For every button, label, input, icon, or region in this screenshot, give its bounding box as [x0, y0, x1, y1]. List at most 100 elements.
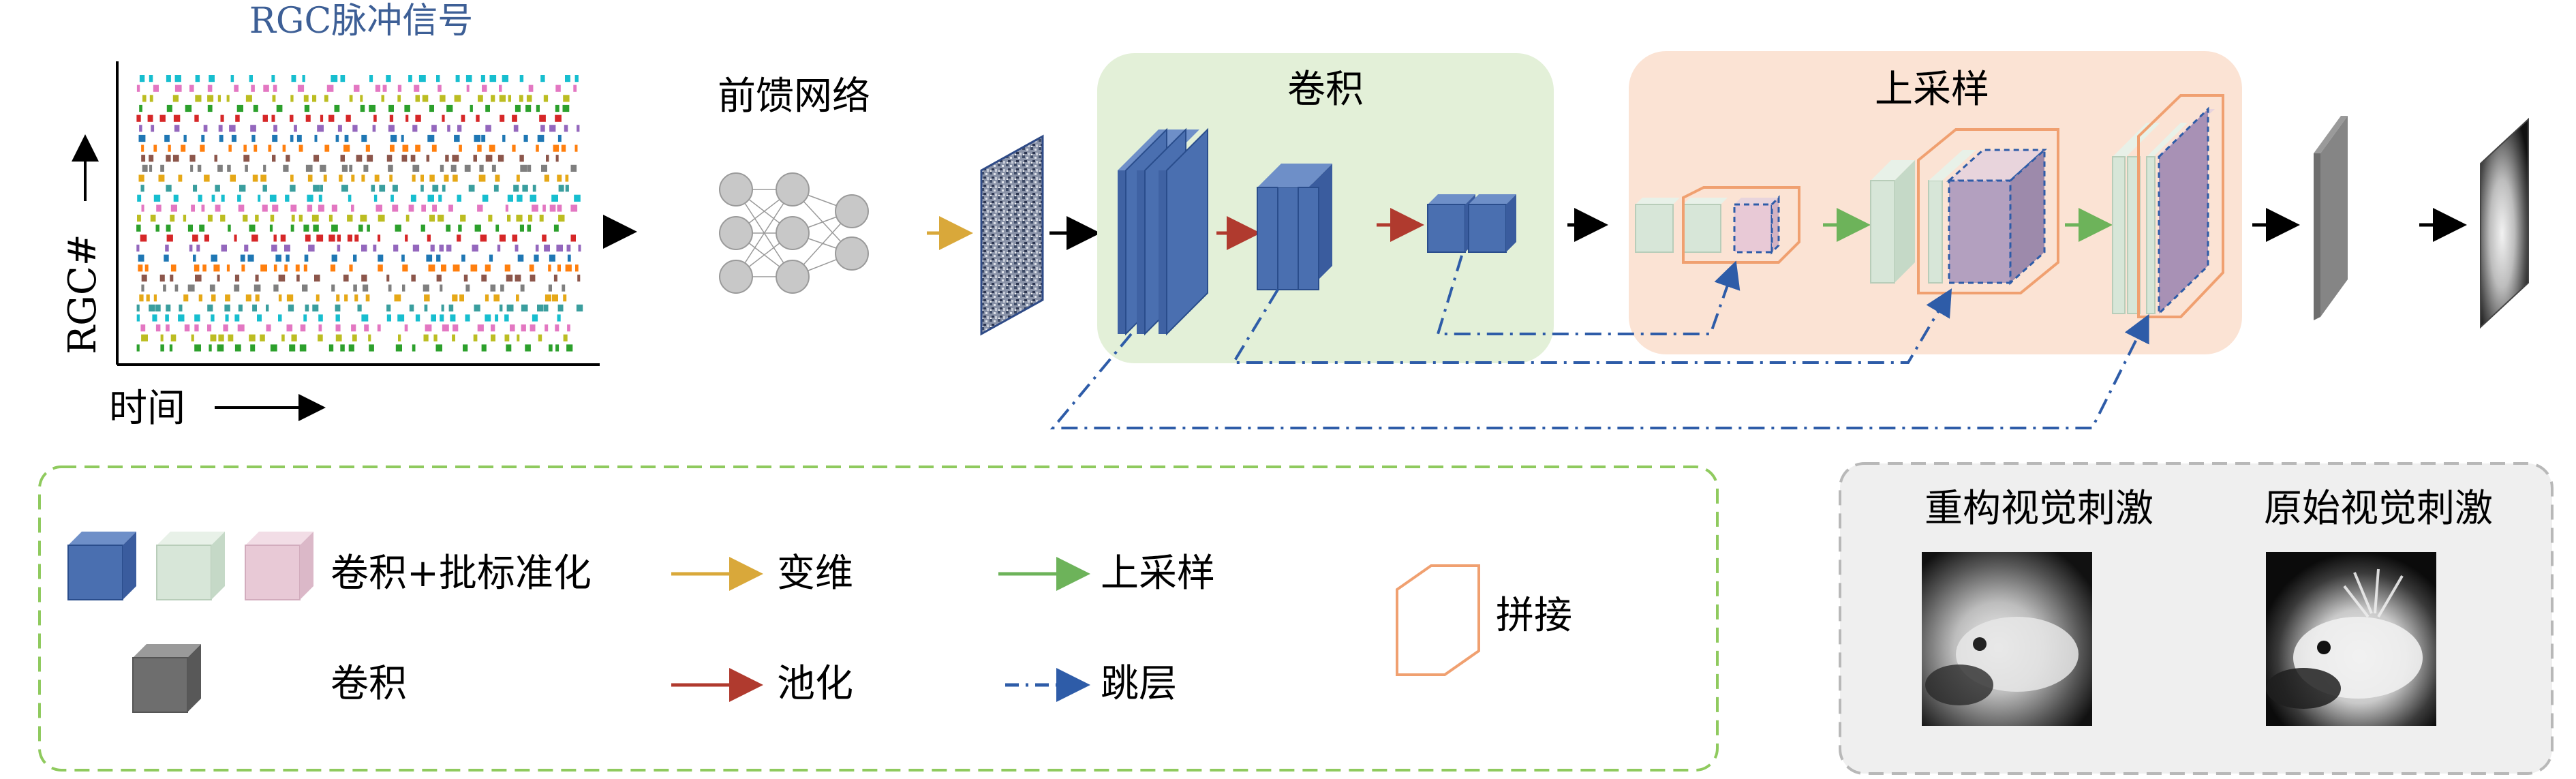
spike-mark [500, 114, 505, 122]
spike-mark [195, 95, 202, 102]
spike-mark [405, 114, 409, 122]
spike-mark [540, 75, 545, 82]
spike-mark [565, 174, 569, 182]
spike-mark [465, 284, 470, 292]
spike-mark [136, 114, 141, 122]
spike-mark [519, 155, 524, 162]
spike-mark [530, 194, 537, 202]
spike-mark [539, 215, 544, 222]
spike-mark [189, 244, 193, 252]
spike-mark [149, 304, 155, 311]
spike-mark [173, 114, 181, 122]
spike-mark [192, 234, 198, 242]
spike-mark [365, 294, 370, 302]
spike-mark [218, 125, 223, 132]
spike-mark [247, 254, 254, 262]
spike-mark [286, 324, 293, 332]
spike-mark [323, 174, 327, 182]
spike-mark [468, 185, 475, 192]
spike-mark [215, 204, 221, 212]
spike-mark [156, 204, 162, 212]
spike-mark [360, 104, 365, 112]
spike-mark [495, 314, 499, 322]
spike-mark [441, 264, 446, 272]
spike-mark [537, 134, 545, 142]
spike-mark [142, 164, 148, 172]
spike-mark [159, 274, 165, 282]
ffn-label: 前馈网络 [718, 74, 870, 119]
spike-mark [472, 244, 478, 252]
spike-mark [194, 114, 199, 122]
spike-mark [290, 185, 296, 192]
spike-mark [452, 155, 459, 162]
spike-mark [482, 85, 487, 92]
spike-mark [297, 85, 305, 92]
spike-mark [149, 75, 153, 82]
spike-mark [298, 144, 303, 152]
spike-mark [245, 164, 248, 172]
spike-mark [217, 274, 220, 282]
spike-mark [351, 204, 354, 212]
spike-mark [378, 234, 381, 242]
spike-mark [337, 125, 342, 132]
spike-mark [234, 234, 237, 242]
spike-mark [557, 204, 562, 212]
spike-mark [412, 164, 420, 172]
output-reconstructed-image [2480, 117, 2529, 329]
spike-mark [421, 204, 426, 212]
spike-mark [351, 324, 356, 332]
spike-mark [174, 125, 180, 132]
spike-mark [450, 314, 456, 322]
spike-mark [211, 194, 215, 202]
spike-mark [457, 194, 461, 202]
spike-mark [303, 224, 309, 232]
spike-mark [305, 234, 311, 242]
spike-mark [394, 294, 401, 302]
spike-mark [402, 264, 408, 272]
spike-mark [381, 95, 384, 102]
spike-mark [429, 215, 435, 222]
spike-mark [139, 75, 145, 82]
spike-mark [525, 104, 532, 112]
legend-reshape-label: 变维 [777, 551, 853, 596]
spike-mark [225, 294, 230, 302]
spike-mark [187, 224, 193, 232]
spike-mark [397, 95, 401, 102]
spike-mark [344, 294, 348, 302]
spike-mark [308, 244, 315, 252]
spike-mark [286, 254, 290, 262]
spike-mark [141, 274, 147, 282]
spike-mark [499, 234, 506, 242]
spike-mark [427, 134, 435, 142]
spike-mark [286, 155, 290, 162]
spike-mark [497, 244, 501, 252]
spike-mark [234, 284, 240, 292]
spike-mark [317, 125, 324, 132]
spike-mark [408, 204, 414, 212]
spike-mark [194, 324, 199, 332]
spike-mark [226, 95, 230, 102]
spike-mark [532, 314, 538, 322]
spike-mark [361, 274, 367, 282]
spike-mark [272, 204, 279, 212]
spike-mark [209, 284, 215, 292]
spike-mark [141, 334, 148, 341]
spike-mark [546, 155, 549, 162]
spike-mark [420, 224, 425, 232]
spike-mark [436, 254, 441, 262]
spike-mark [209, 75, 215, 82]
spike-mark [280, 234, 286, 242]
spike-mark [160, 344, 164, 352]
spike-mark [478, 95, 483, 102]
spike-mark [138, 174, 144, 182]
spike-mark [389, 114, 394, 122]
spike-mark [262, 185, 267, 192]
spike-mark [505, 204, 508, 212]
spike-mark [448, 204, 453, 212]
spike-mark [491, 324, 495, 332]
spike-mark [521, 304, 528, 311]
spike-mark [354, 294, 358, 302]
spike-mark [207, 95, 214, 102]
spike-mark [431, 125, 437, 132]
spike-mark [402, 144, 409, 152]
